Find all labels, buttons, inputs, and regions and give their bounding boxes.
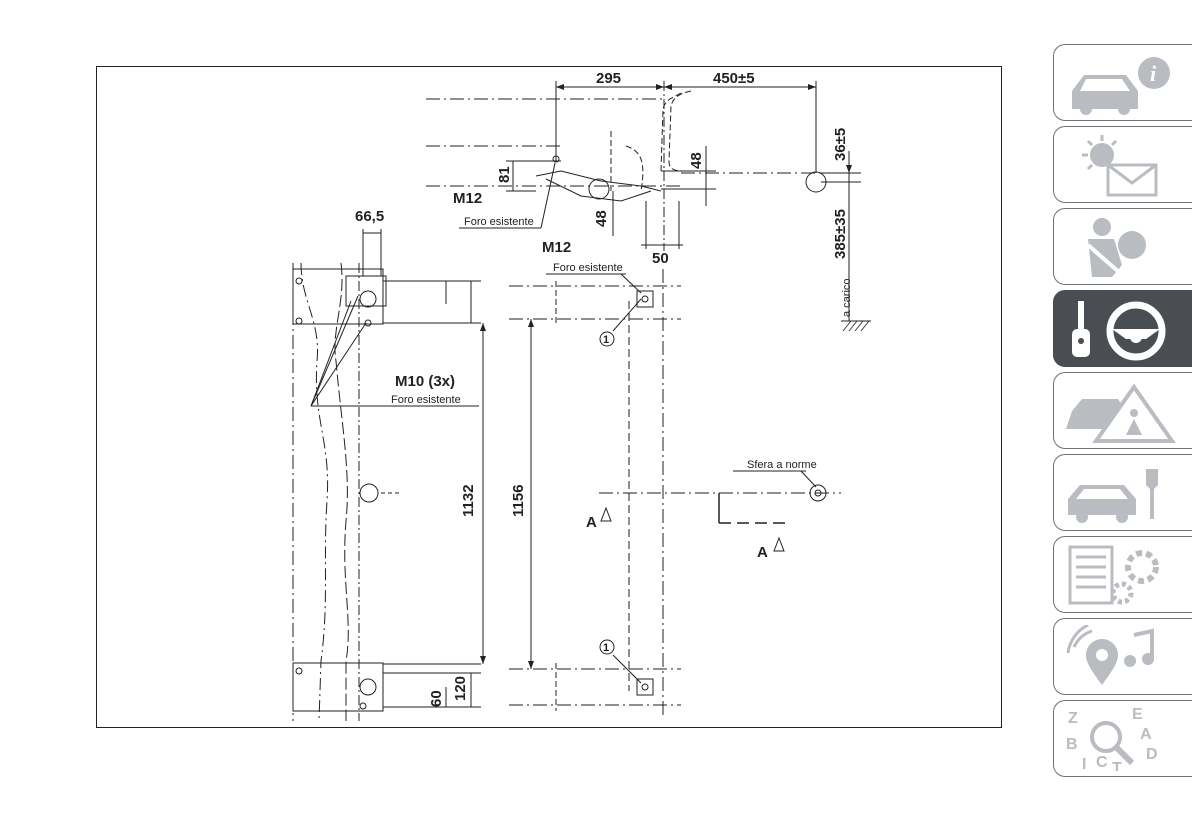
- svg-text:E: E: [1132, 707, 1143, 723]
- dim-1132: 1132: [460, 484, 477, 517]
- tab-index[interactable]: Z E A B D I C T: [1053, 700, 1192, 777]
- tab-starting-driving[interactable]: [1053, 290, 1192, 367]
- svg-text:C: C: [1096, 754, 1108, 771]
- tab-multimedia[interactable]: [1053, 618, 1192, 695]
- dim-81: 81: [496, 166, 513, 183]
- dim-48: 48: [688, 152, 705, 169]
- tab-lights-messages[interactable]: [1053, 126, 1192, 203]
- tab-car-info[interactable]: i: [1053, 44, 1192, 121]
- label-m12: M12: [542, 239, 571, 256]
- callout-number: 1: [603, 334, 609, 346]
- dim-48: 48: [593, 210, 610, 227]
- label-m12: M12: [453, 190, 482, 207]
- safety-airbag-icon: [1062, 215, 1182, 279]
- lower-bracket: [293, 663, 383, 711]
- svg-text:A: A: [1140, 726, 1152, 743]
- center-mount: [360, 484, 378, 502]
- svg-text:Z: Z: [1068, 710, 1078, 727]
- label-foro-esistente: Foro esistente: [391, 394, 461, 406]
- svg-text:i: i: [1150, 61, 1157, 86]
- dim-295: 295: [596, 70, 621, 87]
- label-foro-esistente: Foro esistente: [553, 262, 623, 274]
- technical-data-icon: [1062, 543, 1182, 607]
- svg-text:I: I: [1082, 756, 1086, 771]
- tab-technical-data[interactable]: [1053, 536, 1192, 613]
- m10-hole: [360, 291, 376, 307]
- svg-text:T: T: [1112, 760, 1122, 771]
- dim-385: 385±35: [832, 209, 849, 259]
- dim-1156: 1156: [510, 484, 527, 517]
- svg-text:D: D: [1146, 746, 1158, 763]
- label-a-carico: a carico: [841, 278, 853, 317]
- section-marker-a: A: [757, 544, 768, 561]
- label-sfera-a-norme: Sfera a norme: [747, 459, 817, 471]
- technical-drawing-frame: 295 450±5 36±5 385±35 81 48 48 50 66,5 1…: [96, 66, 1002, 728]
- dim-66-5: 66,5: [355, 208, 384, 225]
- dim-36: 36±5: [832, 128, 849, 161]
- tab-emergency[interactable]: [1053, 372, 1192, 449]
- dim-60: 60: [428, 690, 445, 707]
- tab-maintenance[interactable]: [1053, 454, 1192, 531]
- alphabetical-index-icon: Z E A B D I C T: [1062, 707, 1182, 771]
- tow-hook-installation-drawing: 295 450±5 36±5 385±35 81 48 48 50 66,5 1…: [97, 67, 1003, 729]
- dim-120: 120: [452, 676, 469, 701]
- car-maintenance-icon: [1062, 461, 1182, 525]
- callout-number: 1: [603, 642, 609, 654]
- dim-450: 450±5: [713, 70, 755, 87]
- emergency-triangle-icon: [1062, 379, 1182, 443]
- m12-mount-top: [637, 291, 653, 307]
- car-info-icon: i: [1062, 51, 1182, 115]
- label-m10: M10 (3x): [395, 373, 455, 390]
- svg-text:B: B: [1066, 736, 1078, 753]
- dim-50: 50: [652, 250, 669, 267]
- tab-safety[interactable]: [1053, 208, 1192, 285]
- mount-hole: [589, 179, 609, 199]
- section-marker-a: A: [586, 514, 597, 531]
- lights-messages-icon: [1062, 133, 1182, 197]
- key-steering-wheel-icon: [1062, 297, 1182, 361]
- label-foro-esistente: Foro esistente: [464, 216, 534, 228]
- multimedia-icon: [1062, 625, 1182, 689]
